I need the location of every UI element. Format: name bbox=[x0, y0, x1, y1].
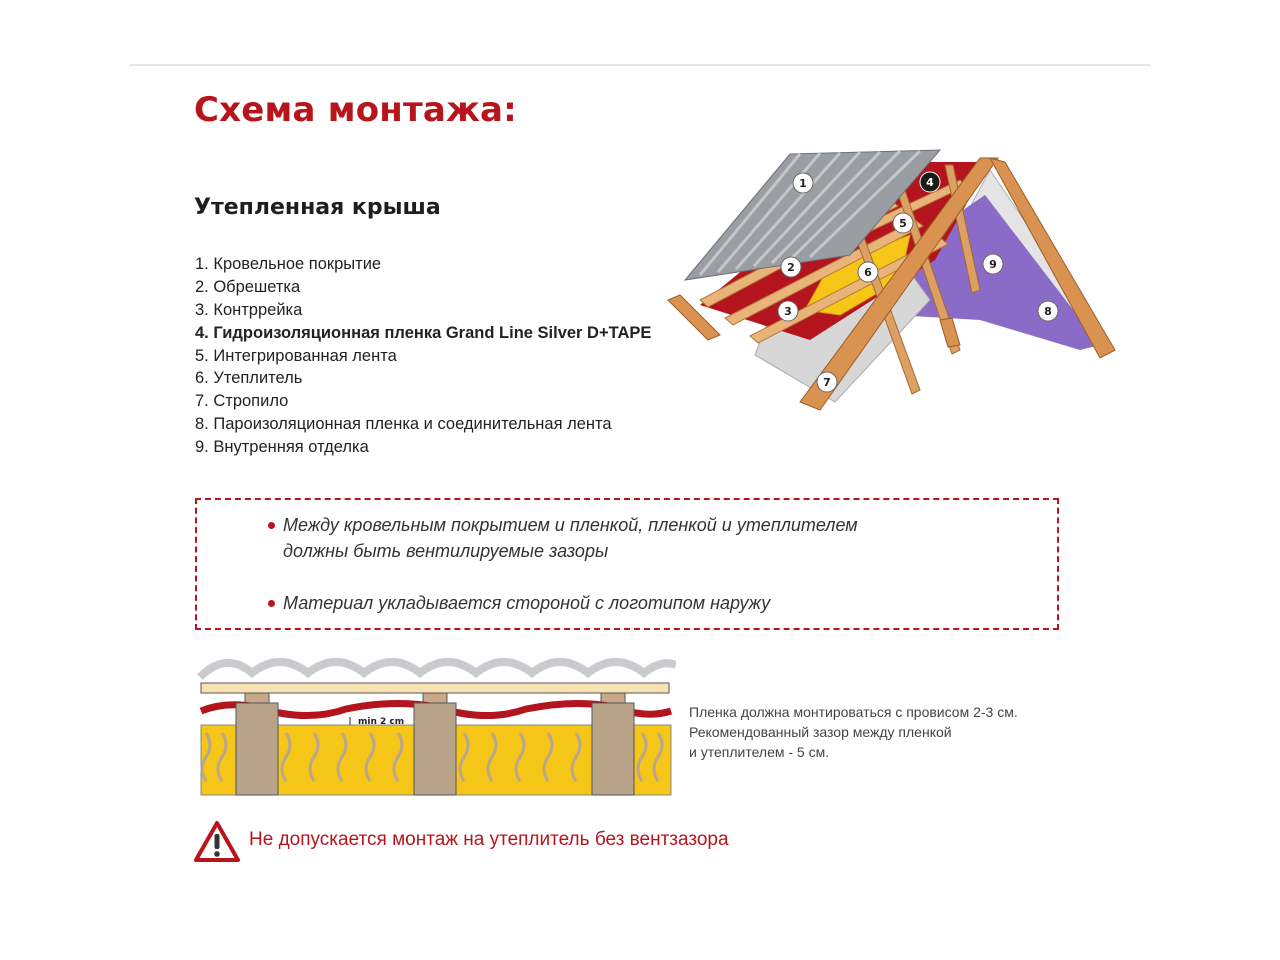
marker-6 bbox=[857, 261, 879, 283]
marker-7 bbox=[816, 371, 838, 393]
notes-box: Между кровельным покрытием и пленкой, пл… bbox=[195, 498, 1059, 630]
rafter bbox=[413, 702, 457, 796]
legend-item: 8. Пароизоляционная пленка и соединитель… bbox=[195, 415, 612, 434]
legend-item: 3. Контррейка bbox=[195, 300, 303, 319]
counter-batten bbox=[600, 692, 626, 704]
legend-item: 2. Обрешетка bbox=[195, 277, 301, 296]
insulation-pattern bbox=[200, 732, 664, 782]
marker-9-label: 9 bbox=[989, 258, 997, 271]
marker-2-label: 2 bbox=[787, 261, 795, 274]
marker-3 bbox=[777, 300, 799, 322]
counter-batten bbox=[422, 692, 448, 704]
gap-dimension-label: min 2 cm bbox=[358, 717, 404, 727]
marker-4 bbox=[919, 171, 941, 193]
bullet-icon bbox=[268, 600, 275, 607]
legend-item: 9. Внутренняя отделка bbox=[195, 438, 369, 457]
roofing-sheets bbox=[683, 149, 942, 281]
note-logo-side: Материал укладывается стороной с логотип… bbox=[268, 590, 770, 616]
rafter bbox=[591, 702, 635, 796]
section-title: Утепленная крыша bbox=[194, 195, 441, 220]
legend-item: 6. Утеплитель bbox=[195, 369, 303, 388]
note-ventilation: Между кровельным покрытием и пленкой, пл… bbox=[268, 512, 858, 564]
bullet-icon bbox=[268, 522, 275, 529]
counter-batten bbox=[244, 692, 270, 704]
marker-1-label: 1 bbox=[799, 177, 807, 190]
layer-markers: 1 2 3 4 5 6 7 8 9 bbox=[777, 171, 1059, 393]
legend-item: 1. Кровельное покрытие bbox=[195, 255, 382, 273]
marker-4-label: 4 bbox=[926, 176, 934, 189]
warning-triangle-icon bbox=[194, 821, 240, 862]
batten-board bbox=[200, 682, 670, 694]
cross-section-diagram: min 2 cm bbox=[197, 658, 676, 796]
roof-layers-diagram: 1 2 3 4 5 6 7 8 9 bbox=[667, 149, 1116, 411]
marker-7-label: 7 bbox=[823, 376, 831, 389]
marker-9 bbox=[982, 253, 1004, 275]
marker-2 bbox=[780, 256, 802, 278]
warning-text: Не допускается монтаж на утеплитель без … bbox=[249, 829, 729, 850]
marker-1 bbox=[792, 172, 814, 194]
rafters bbox=[667, 157, 1116, 411]
legend-item: 7. Стропило bbox=[195, 392, 289, 411]
corrugated-roofing bbox=[197, 658, 676, 680]
legend-item: 5. Интегрированная лента bbox=[195, 346, 397, 365]
marker-3-label: 3 bbox=[784, 305, 792, 318]
marker-8-label: 8 bbox=[1044, 305, 1052, 318]
page-title: Схема монтажа: bbox=[194, 90, 517, 130]
marker-6-label: 6 bbox=[864, 266, 872, 279]
marker-8 bbox=[1037, 300, 1059, 322]
rafter bbox=[235, 702, 279, 796]
section-caption: Пленка должна монтироваться с провисом 2… bbox=[689, 704, 1018, 760]
marker-5-label: 5 bbox=[899, 217, 907, 230]
legend-item-highlight: 4. Гидроизоляционная пленка Grand Line S… bbox=[195, 323, 652, 342]
layer-legend: 1. Кровельное покрытие 2. Обрешетка 3. К… bbox=[195, 253, 651, 459]
top-divider bbox=[130, 64, 1150, 66]
marker-5 bbox=[892, 212, 914, 234]
